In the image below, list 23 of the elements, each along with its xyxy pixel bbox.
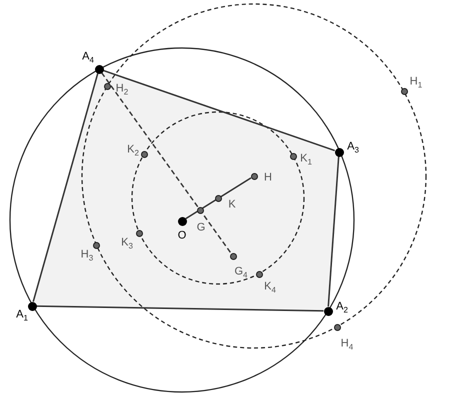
point-label: G (196, 222, 206, 234)
point-label: A$_{4}$ (82, 51, 94, 65)
point-label: H$_{2}$ (116, 83, 128, 97)
point-label: H$_{3}$ (80, 249, 94, 263)
point-label: O (178, 230, 186, 242)
point-label: K$_{2}$ (127, 144, 139, 158)
segment (328, 156, 340, 307)
point-label: H$_{1}$ (410, 76, 422, 90)
point-label: K$_{1}$ (300, 153, 312, 167)
point-label: K (228, 200, 236, 210)
point-label: G$_{4}$ (234, 266, 248, 280)
dashed-segment (101, 72, 232, 254)
point-label: K$_{4}$ (264, 281, 276, 295)
point-label: K$_{3}$ (121, 237, 133, 251)
point-label: A$_{1}$ (16, 309, 28, 323)
segment (103, 70, 335, 152)
point-label: A$_{2}$ (336, 301, 348, 315)
segment (185, 177, 252, 220)
point-label: H (264, 172, 272, 184)
segment (32, 73, 98, 302)
point-label: A$_{3}$ (347, 141, 359, 155)
point-label: H$_{4}$ (340, 338, 354, 352)
segment (36, 305, 324, 312)
